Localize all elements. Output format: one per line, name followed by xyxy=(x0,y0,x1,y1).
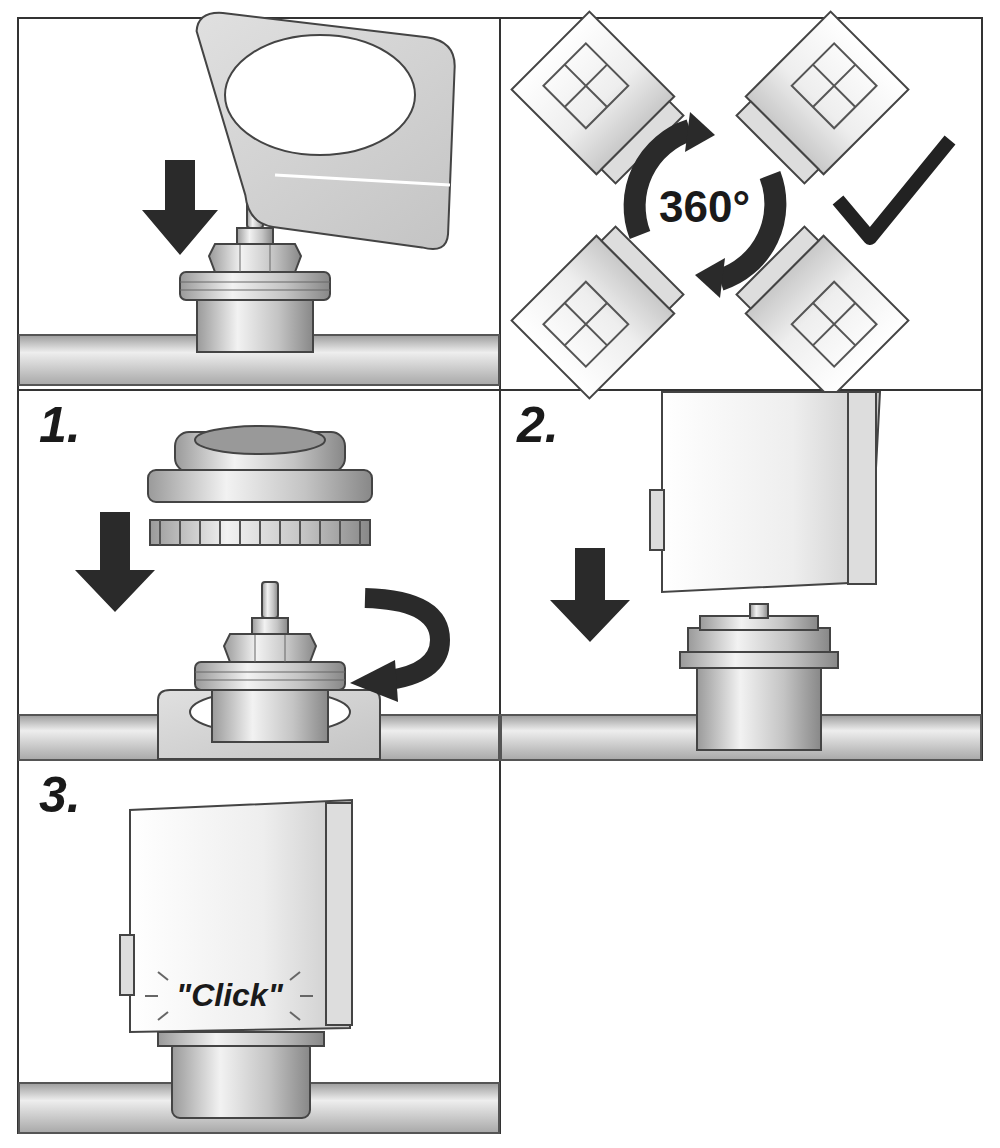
step-number: 1. xyxy=(39,396,81,454)
step-number: 2. xyxy=(517,396,559,454)
rotation-angle: 360° xyxy=(659,182,750,232)
click-sound: "Click" xyxy=(176,977,283,1014)
step-number: 3. xyxy=(39,766,81,824)
